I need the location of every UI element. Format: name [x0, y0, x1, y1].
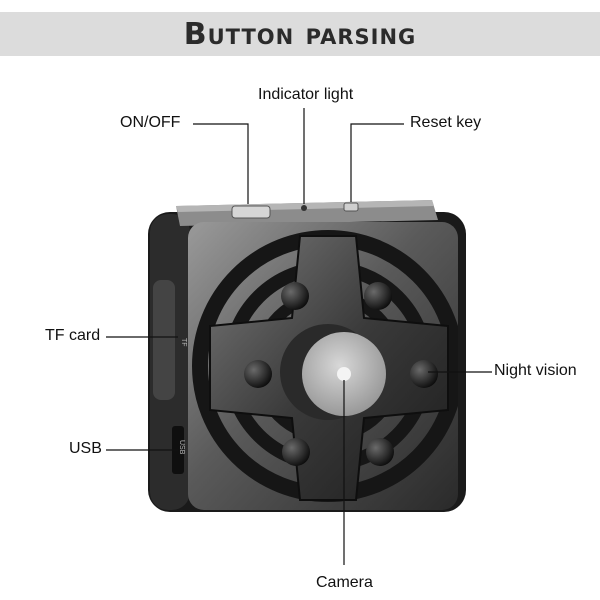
ir-led-bottom-left: [282, 438, 310, 466]
ir-led-top-left: [281, 282, 309, 310]
ir-led-bottom-right: [366, 438, 394, 466]
ir-led-top-right: [364, 282, 392, 310]
indicator-light-label: Indicator light: [258, 86, 354, 103]
reset-callout: [350, 123, 404, 202]
indicator-light: [301, 205, 307, 211]
reset-key: [343, 202, 359, 212]
callout-lines: [106, 108, 492, 565]
title-banner: [0, 12, 600, 56]
on-off-callout: [193, 123, 249, 204]
reset-key-label: Reset key: [410, 114, 482, 131]
usb-side-print: USB: [178, 440, 185, 455]
camera-lens: [302, 332, 386, 416]
usb-label: USB: [69, 440, 102, 457]
on-off-label: ON/OFF: [120, 114, 181, 131]
ir-led-left: [244, 360, 272, 388]
page-title: Button parsing: [183, 17, 417, 52]
tf-card-label: TF card: [45, 327, 101, 344]
tf-side-print: TF: [180, 338, 187, 347]
ir-led-right: [410, 360, 438, 388]
night-vision-leds: [244, 282, 438, 466]
night-vision-label: Night vision: [494, 362, 577, 379]
on-off-switch: [231, 205, 271, 219]
camera-label: Camera: [316, 574, 373, 591]
